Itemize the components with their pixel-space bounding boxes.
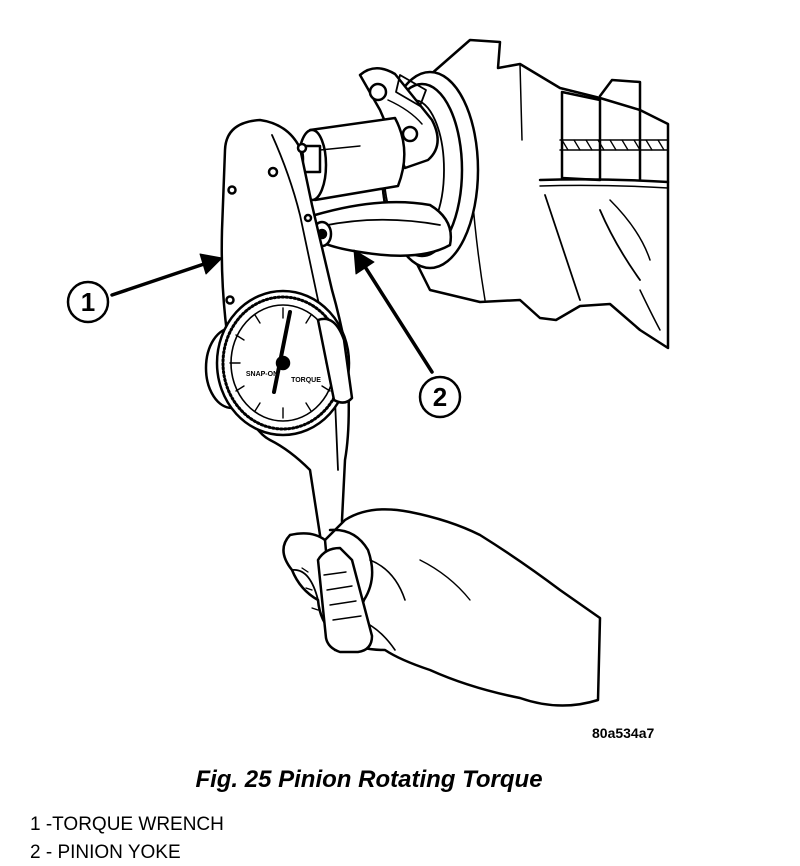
callout-2 [418,375,462,419]
socket-adapter [291,116,406,202]
wrench-handle [316,546,374,654]
dial-label-brand: SNAP-ON [246,371,278,378]
callout-2-number: 2 [433,382,447,412]
dial-label-torque: TORQUE [291,377,321,384]
callout-leaders [110,249,434,374]
torque-dial-gauge [204,289,354,437]
pinion-yoke [310,67,453,257]
figure-caption: Fig. 25 Pinion Rotating Torque [195,766,543,793]
pinion-torque-illustration: 1 2 SNAP-ON TORQUE 80a534a7 [66,38,670,741]
callout-1 [66,280,110,324]
callout-1-number: 1 [81,287,95,317]
axle-housing [408,38,670,350]
legend-item-pinion-yoke: 2 - PINION YOKE [30,842,181,863]
legend-item-torque-wrench: 1 -TORQUE WRENCH [30,814,224,835]
image-code: 80a534a7 [592,725,655,741]
